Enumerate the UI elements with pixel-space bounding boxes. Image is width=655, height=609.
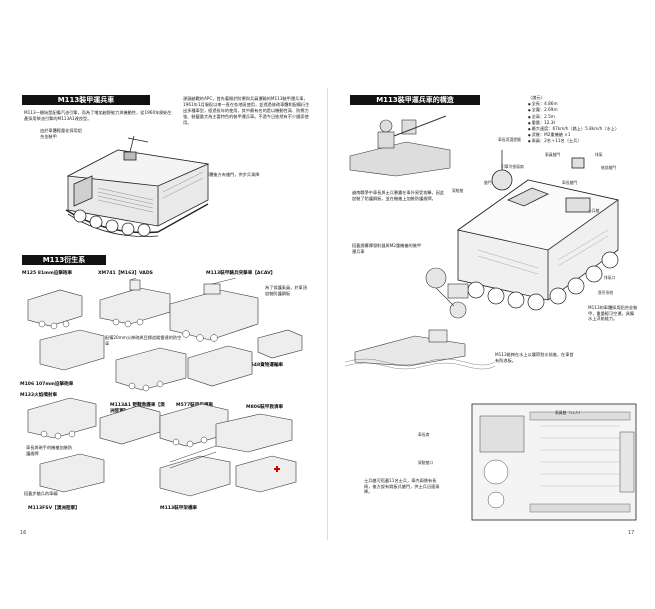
spec-armament: 武裝：M2重機槍 ×1	[528, 132, 638, 138]
exploded-parts-sketch	[425, 267, 469, 319]
page-number-right: 17	[628, 530, 635, 536]
specs-box: 〈諸元〉 全長：4.86m 全寬：2.69m 全高：2.5m 重量：12.3t …	[528, 95, 638, 145]
text-vietnam-shield: 越南戰爭中車長與士兵暴露在車外易受攻擊，因此加裝了防護鋼板，並在機槍上加裝防護盾…	[352, 190, 445, 201]
caption-fsv: 搭載步槍兵的車輛	[24, 491, 58, 496]
book-gutter	[327, 88, 328, 540]
callout-suspension: 懸吊系統	[598, 290, 614, 295]
intro-text-left: M113一開始是配備汽油引擎，而為了增加越野能力與機動性，從1960年開始生產採…	[24, 110, 172, 121]
variant-label-m132: M132火焰噴射車	[20, 393, 58, 398]
section-title-structure: M113裝甲運兵車的構造	[350, 95, 480, 105]
specs-header: 〈諸元〉	[528, 95, 545, 100]
variant-illustrations	[27, 278, 303, 497]
page-number-left: 16	[20, 530, 27, 536]
callout-commander-hatch: 車長艙門	[562, 180, 578, 185]
variant-label-m806: M806裝甲救濟車	[246, 405, 284, 410]
callout-hatch: 艙門	[484, 180, 492, 185]
callout-troop-compartment: 士兵艙	[588, 208, 600, 213]
text-troop-compartment: 士兵艙可搭載11名士兵，車內兩側有長椅，後方設有跳板式艙門，供士兵迅速乘降。	[364, 478, 440, 495]
section-title-variants: M113衍生系	[22, 255, 106, 265]
caption-m132: 車長與砲手的機槍加裝防護盾牌	[26, 445, 73, 456]
callout-exhaust: 排氣	[595, 152, 603, 157]
callout-commander-seat: 車長席	[418, 432, 430, 437]
spec-weight: 重量：12.3t	[528, 120, 638, 126]
callout-crew-hatch: 乘員艙門	[545, 152, 561, 157]
callout-rear-door: 後部艙門	[601, 165, 617, 170]
intro-text-right: 源頭越戰的APC，首先著眼於防禦與兵員運輸的M113裝甲運兵車，1961年1月服…	[183, 96, 310, 125]
variant-label-m125: M125 81mm迫擊砲車	[22, 271, 73, 276]
text-amphibious: M113能夠在水上以履帶划水前進，在車首有防浪板。	[495, 352, 574, 363]
callout-driver-hatch: 駕駛艙口	[418, 460, 434, 465]
callout-commander-periscope: 車長用潛望鏡	[498, 137, 521, 142]
variant-label-xm741: XM741【M163】VADS	[98, 271, 153, 276]
spec-length: 全長：4.86m	[528, 101, 638, 107]
m113-cutaway-diagram	[457, 150, 619, 311]
variant-label-m106: M106 107mm迫擊砲車	[20, 382, 74, 387]
variant-label-acav: M113裝甲騎兵突擊車【ACAV】	[206, 271, 276, 276]
caption-acav: 為了保護乘員，於車頂加裝防護鋼板	[265, 285, 307, 296]
soldier-gun-sketch	[349, 115, 451, 177]
variant-label-m113a1-ambulance: M113A1 野戰救護車【澳洲陸軍】	[110, 403, 165, 414]
caption-vads: 配備20mm火神砲與目標追蹤雷達的防空車	[105, 335, 182, 346]
text-aluminium-armor: M113的車體採用鋁合金裝甲，重量輕可空運，具備水上浮航能力。	[588, 305, 638, 322]
callout-driver-compartment: 駕駛艙	[452, 188, 464, 193]
spec-speed: 最大速度：67km/h（路上）5.8km/h（水上）	[528, 126, 638, 132]
interior-plan-diagram	[471, 403, 637, 521]
text-smoke-launcher: 搭載煙幕彈發射器與M2重機槍的裝甲運兵車	[352, 243, 422, 254]
m113-main-illustration	[65, 135, 210, 237]
amphibious-sketch	[345, 329, 495, 370]
variant-label-fsv: M113FSV【澳洲陸軍】	[28, 506, 80, 511]
section-title-m113: M113裝甲運兵車	[22, 95, 150, 105]
spec-height: 全高：2.5m	[528, 114, 638, 120]
spec-width: 全寬：2.69m	[528, 107, 638, 113]
variant-label-bridge: M113裝甲架橋車	[160, 506, 198, 511]
variant-label-m548: M548貨物運輸車	[246, 363, 284, 368]
callout-exhaust-port: 排氣口	[604, 275, 616, 280]
interior-label: 乘員艙（11人）	[555, 410, 583, 415]
note-aluminium: 由於車體輕量化採用鋁合金裝甲	[40, 128, 82, 139]
variant-label-m577: M577裝甲指揮車	[176, 403, 214, 408]
note-rear-door: 車體後方有艙門，供步兵乘降	[205, 172, 260, 177]
callout-engine-fan: 引擎冷卻風扇	[501, 164, 524, 169]
spec-crew: 乘員：2名＋11名（士兵）	[528, 138, 638, 144]
